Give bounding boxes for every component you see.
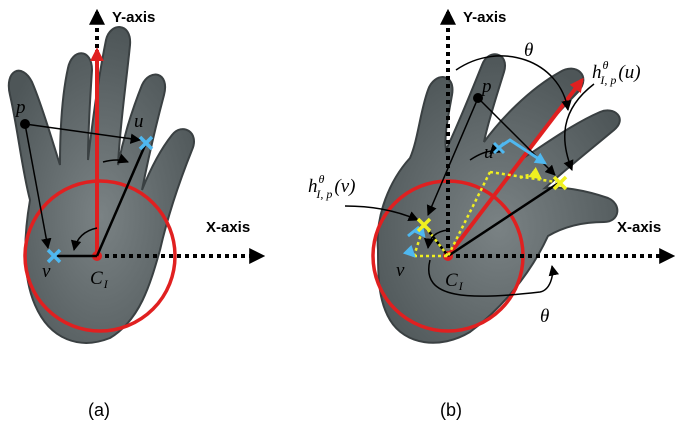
point-v-label-b: v bbox=[396, 260, 405, 281]
p-to-v-arrow-b bbox=[426, 97, 479, 216]
marker-v-a bbox=[46, 248, 62, 264]
caption-a: (a) bbox=[88, 400, 110, 420]
caption-b: (b) bbox=[440, 400, 462, 420]
y-axis-label-b: Y-axis bbox=[463, 9, 506, 26]
angle-arc-u-a bbox=[102, 153, 129, 164]
centroid-to-u-line-b bbox=[447, 180, 561, 258]
point-p-label-b: p bbox=[480, 76, 492, 97]
centroid-label-a: CI bbox=[90, 268, 109, 291]
centroid-to-u-line-a bbox=[95, 142, 148, 257]
hand-silhouette-a bbox=[7, 26, 195, 344]
p-to-u-arrow-a bbox=[24, 123, 142, 144]
angle-arc-u-b bbox=[469, 144, 501, 161]
marker-u-b bbox=[552, 175, 568, 191]
angle-arc-theta-bottom-b bbox=[427, 259, 559, 297]
marker-u-original-b bbox=[492, 141, 506, 155]
point-v-label-a: v bbox=[42, 261, 51, 282]
point-u-label-b: u bbox=[484, 142, 494, 163]
callout-arrow-hu bbox=[563, 83, 595, 171]
y-axis-label-a: Y-axis bbox=[112, 9, 155, 26]
angle-arc-v-a bbox=[70, 227, 98, 252]
point-u-label-a: u bbox=[134, 111, 144, 132]
theta-bottom-label-b: θ bbox=[540, 306, 549, 327]
callout-arrow-hv bbox=[344, 205, 419, 221]
marker-u-a bbox=[138, 135, 154, 151]
angle-arc-v-b bbox=[423, 229, 449, 250]
panel-a: Y-axis X-axis p u v CI (a) bbox=[7, 8, 266, 420]
theta-top-label-b: θ bbox=[524, 40, 533, 61]
centroid-label-b: CI bbox=[445, 270, 464, 293]
main-axis-b bbox=[446, 77, 584, 258]
marker-v-b bbox=[416, 217, 432, 233]
palm-circle-a bbox=[23, 179, 177, 333]
angle-arc-theta-top-b bbox=[455, 55, 572, 112]
p-to-v-arrow-a bbox=[24, 123, 52, 250]
x-axis-label-b: X-axis bbox=[617, 219, 661, 236]
point-p-label-a: p bbox=[14, 97, 26, 118]
x-axis-label-a: X-axis bbox=[206, 219, 250, 236]
